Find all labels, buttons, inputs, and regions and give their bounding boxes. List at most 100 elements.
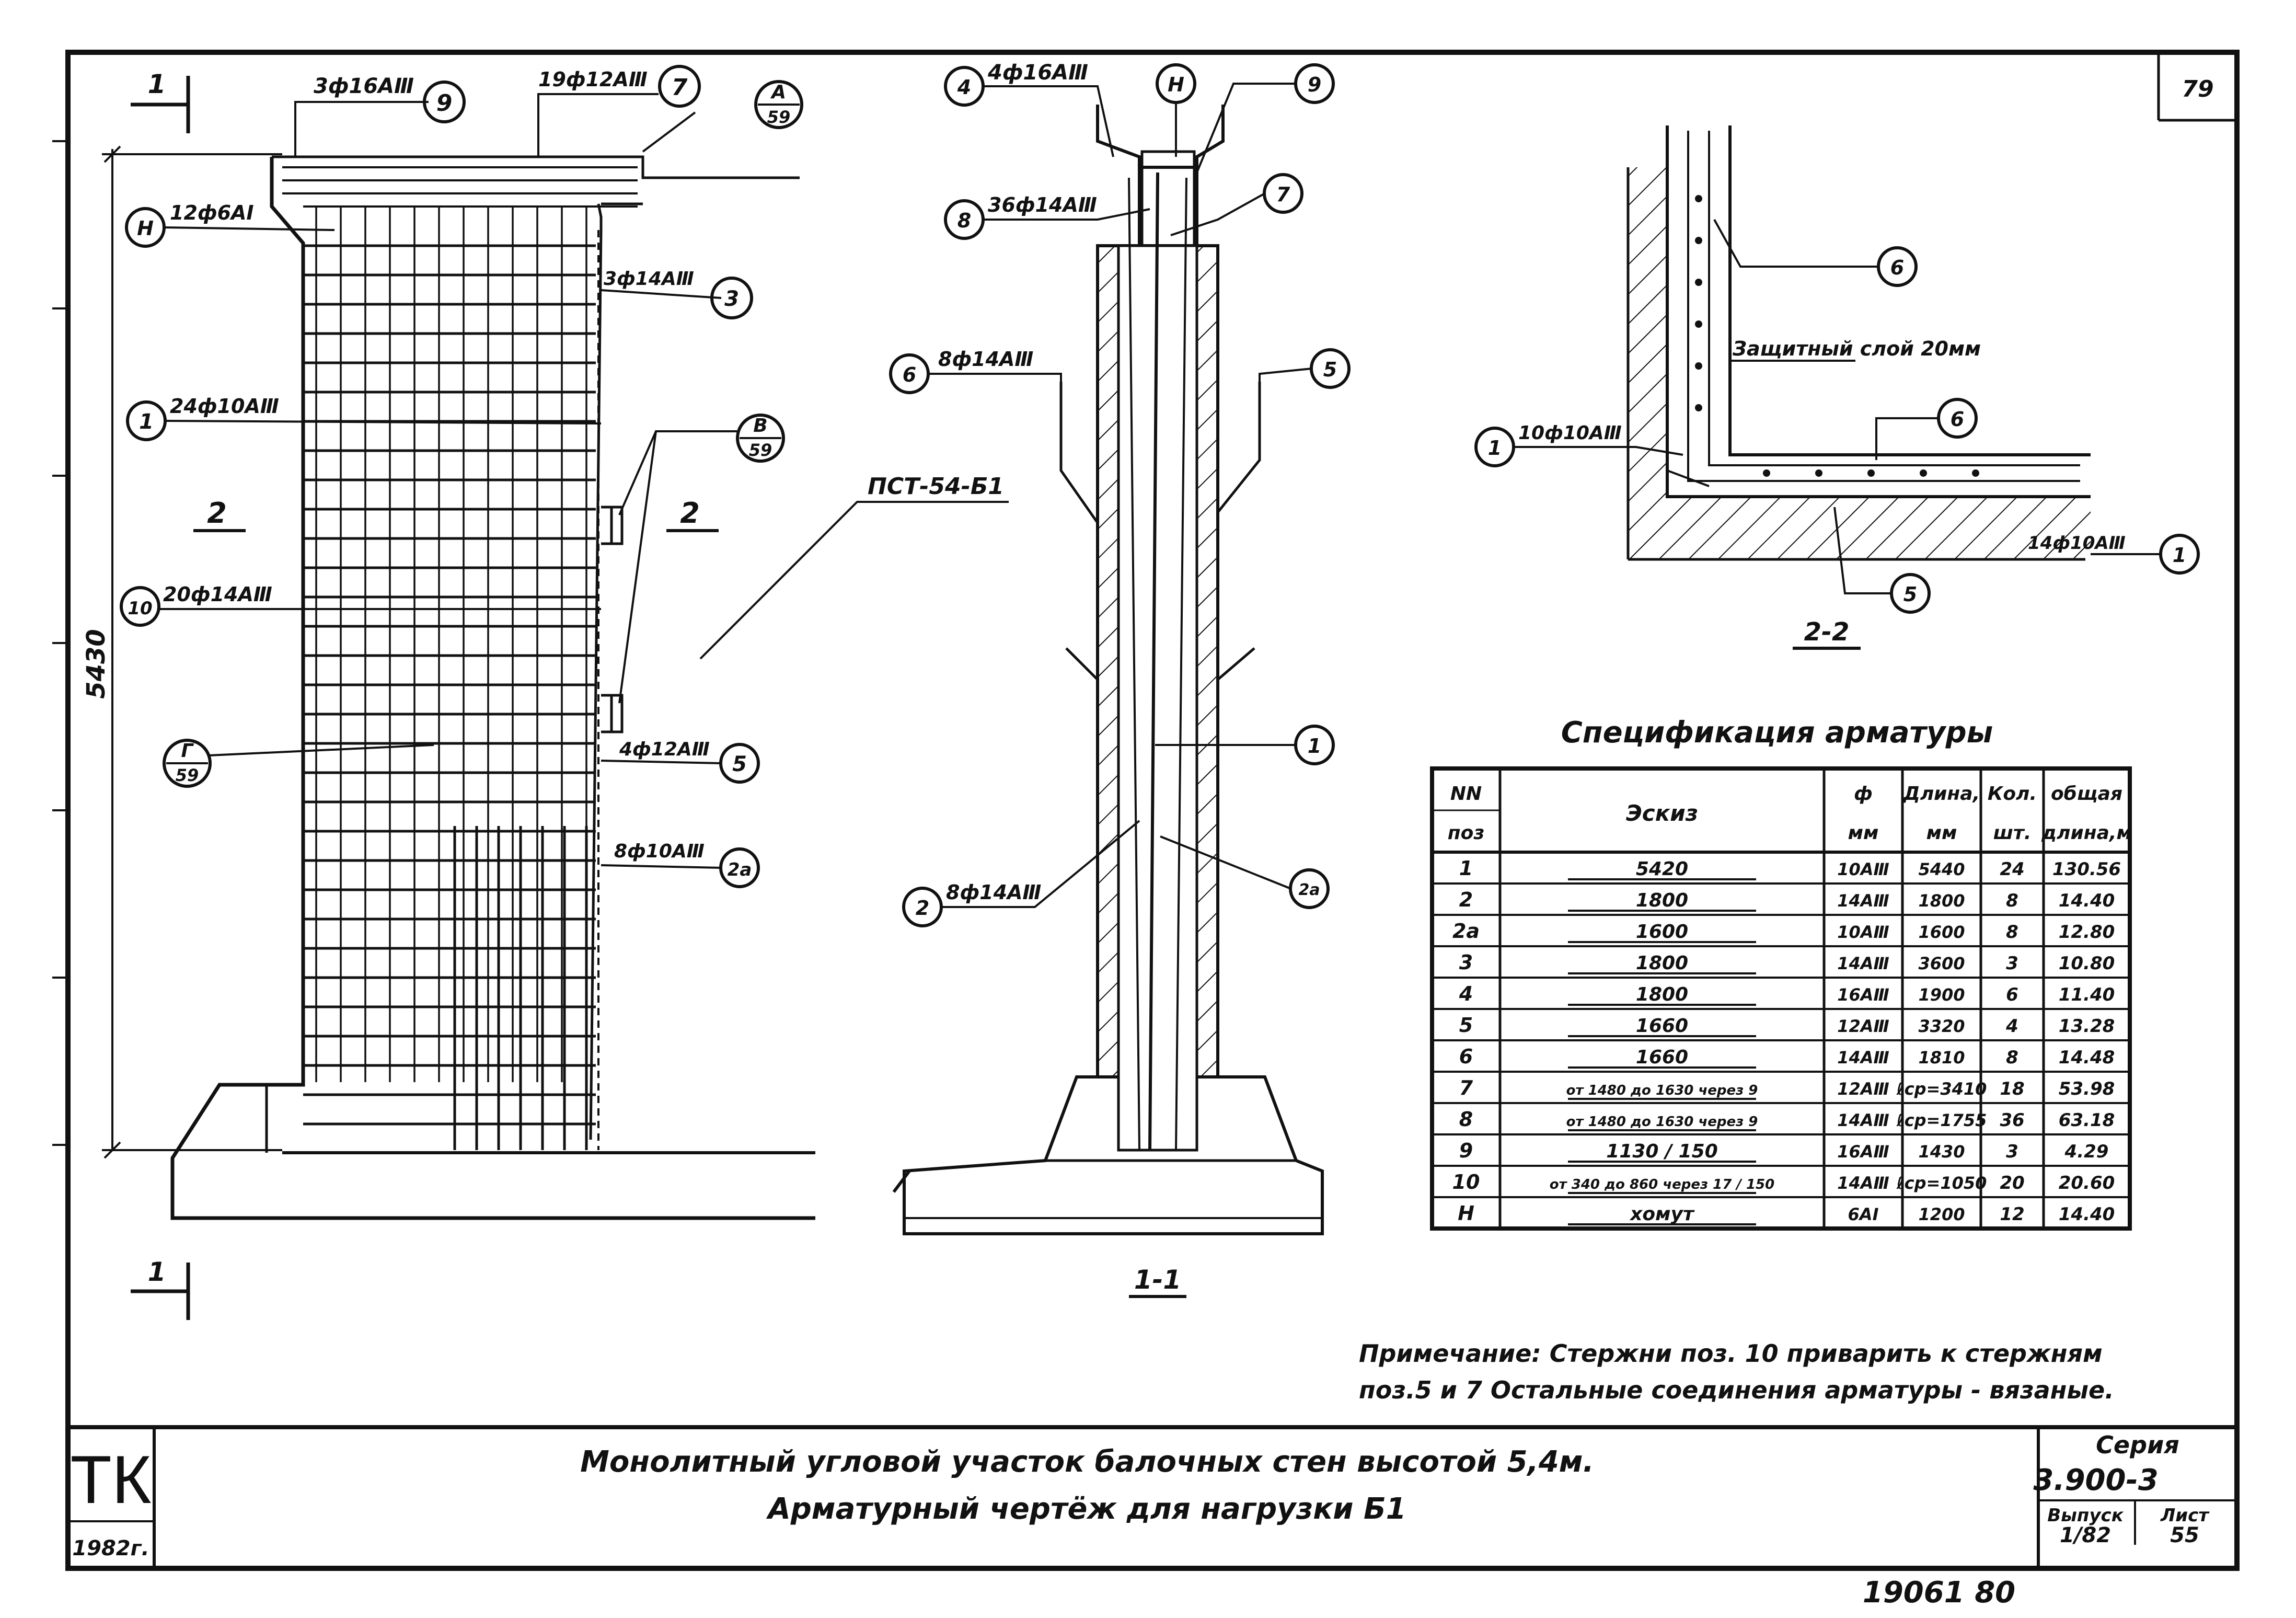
spec-sketch: 1600 xyxy=(1636,921,1688,943)
spec-dia: 14АⅢ xyxy=(1837,1173,1889,1193)
s11-callout-9-marker: 9 xyxy=(1308,73,1321,96)
spec-length: ℓср=1050 xyxy=(1896,1173,1987,1193)
horizontal-bars xyxy=(303,244,596,1126)
s11-callout-6-bars: 8ф14АⅢ xyxy=(938,348,1033,371)
node-ref-b-letter: В xyxy=(753,415,767,437)
spec-qty: 20 xyxy=(2000,1173,2024,1194)
spec-dia: 12АⅢ xyxy=(1837,1079,1889,1099)
spec-dia: 16АⅢ xyxy=(1837,985,1889,1005)
s11-callout-4-bars: 4ф16АⅢ xyxy=(987,61,1088,85)
spec-qty: 3 xyxy=(2006,1141,2018,1162)
note-line-2: поз.5 и 7 Остальные соединения арматуры … xyxy=(1359,1376,2114,1404)
callout-3-bars: 3ф14АⅢ xyxy=(604,268,694,290)
spec-length: 5440 xyxy=(1918,859,1965,879)
spec-qty: 36 xyxy=(2000,1110,2024,1131)
org-mark: ТК xyxy=(70,1441,151,1518)
spec-length: ℓср=1755 xyxy=(1896,1110,1987,1130)
series-value: 3.900-3 xyxy=(2033,1463,2158,1497)
spec-sketch: 1800 xyxy=(1636,890,1688,911)
spec-table: Спецификация арматуры NNпозфммДлина,ммКо… xyxy=(1430,716,2132,1231)
spec-dia: 12АⅢ xyxy=(1837,1016,1889,1036)
spec-length: 1430 xyxy=(1918,1142,1965,1162)
callout-10-bars: 20ф14АⅢ xyxy=(163,583,272,606)
section-1-1-label: 1-1 xyxy=(1134,1265,1181,1295)
title-line-1: Монолитный угловой участок балочных стен… xyxy=(580,1445,1594,1479)
note-line-1: Примечание: Стержни поз. 10 приварить к … xyxy=(1359,1339,2103,1368)
spec-pos: 2 xyxy=(1459,888,1473,911)
spec-total: 63.18 xyxy=(2059,1110,2115,1131)
sheet-label: Лист xyxy=(2160,1505,2210,1526)
callout-5-marker: 5 xyxy=(732,752,747,776)
callout-2a-bars: 8ф10АⅢ xyxy=(614,841,705,862)
node-ref-a-letter: А xyxy=(770,82,786,103)
title-line-2: Арматурный чертёж для нагрузки Б1 xyxy=(766,1492,1406,1526)
spec-header-sketch: Эскиз xyxy=(1626,800,1698,826)
callout-5-bars: 4ф12АⅢ xyxy=(619,739,710,760)
spec-pos: 8 xyxy=(1459,1108,1473,1131)
s22-callout-6b-marker: 6 xyxy=(1951,408,1964,431)
spec-total: 11.40 xyxy=(2059,984,2115,1005)
callout-3-marker: 3 xyxy=(724,287,739,311)
spec-sketch: от 1480 до 1630 через 9 xyxy=(1566,1083,1758,1098)
spec-length: 1810 xyxy=(1918,1048,1965,1068)
spec-total: 13.28 xyxy=(2059,1016,2115,1037)
callout-h-marker: Н xyxy=(137,217,154,240)
s11-callout-6-marker: 6 xyxy=(903,363,916,386)
spec-length: 3320 xyxy=(1918,1016,1965,1036)
callout-7-marker: 7 xyxy=(672,74,688,101)
spec-qty: 18 xyxy=(2000,1078,2024,1099)
s11-callout-2-marker: 2 xyxy=(916,897,929,920)
spec-total: 12.80 xyxy=(2059,922,2115,943)
spec-sketch: хомут xyxy=(1629,1203,1695,1225)
spec-qty: 6 xyxy=(2006,984,2018,1005)
s22-callout-1b-bars: 14ф10АⅢ xyxy=(2028,533,2126,554)
spec-title: Спецификация арматуры xyxy=(1561,716,1993,750)
s11-callout-2a-marker: 2а xyxy=(1298,881,1320,899)
page-number: 79 xyxy=(2182,76,2213,102)
s11-callout-8-marker: 8 xyxy=(957,209,971,232)
bottom-stamp: 19061 80 xyxy=(1863,1576,2015,1610)
spec-total: 14.40 xyxy=(2059,1204,2115,1225)
spec-header-tot-2: длина,м xyxy=(2041,822,2132,844)
callout-2a-marker: 2а xyxy=(728,859,752,880)
elevation-view: 5430 1 1 2 2 ПСТ-54-Б1 xyxy=(82,65,1009,1320)
s11-callout-7-marker: 7 xyxy=(1276,183,1290,206)
series-label: Серия xyxy=(2096,1431,2179,1459)
node-ref-g-letter: Г xyxy=(181,740,194,762)
callout-1-bars: 24ф10АⅢ xyxy=(170,395,279,418)
spec-dia: 10АⅢ xyxy=(1837,859,1889,879)
title-block: ТК 1982г. Монолитный угловой участок бал… xyxy=(70,1431,2210,1560)
spec-pos: 9 xyxy=(1459,1139,1473,1162)
spec-dia: 10АⅢ xyxy=(1837,922,1889,942)
node-ref-g-sheet: 59 xyxy=(176,765,199,785)
spec-sketch: 1660 xyxy=(1636,1015,1688,1037)
s11-callout-h-marker: Н xyxy=(1168,73,1184,96)
s22-callout-5-marker: 5 xyxy=(1903,583,1917,606)
callout-9-marker: 9 xyxy=(436,90,453,117)
node-ref-b-sheet: 59 xyxy=(749,440,772,460)
spec-pos: 2а xyxy=(1452,920,1480,943)
vertical-bars xyxy=(315,206,588,1150)
spec-sketch: 1660 xyxy=(1636,1047,1688,1068)
s11-callout-1-marker: 1 xyxy=(1308,735,1321,758)
spec-header-qty-2: шт. xyxy=(1993,822,2032,844)
s22-callout-6a-marker: 6 xyxy=(1890,256,1904,279)
callout-h-bars: 12ф6АⅠ xyxy=(170,201,254,224)
section-2-2-view: 6 Защитный слой 20мм 1 10ф10АⅢ 6 1 14ф10… xyxy=(1474,125,2200,650)
spec-pos: 1 xyxy=(1459,857,1473,880)
spec-header-pos-1: NN xyxy=(1450,783,1482,805)
spec-pos: 5 xyxy=(1459,1014,1473,1037)
spec-pos: 10 xyxy=(1452,1171,1480,1194)
issue-label: Выпуск xyxy=(2047,1505,2124,1526)
spec-total: 10.80 xyxy=(2059,953,2115,974)
callout-10-marker: 10 xyxy=(128,598,152,619)
spec-header-len-2: мм xyxy=(1926,822,1957,844)
spec-sketch: от 340 до 860 через 17 / 150 xyxy=(1550,1177,1775,1192)
spec-header-qty-1: Кол. xyxy=(1988,783,2037,805)
issue-value: 1/82 xyxy=(2060,1523,2111,1547)
callout-7-bars: 19ф12АⅢ xyxy=(538,68,648,91)
spec-dia: 6АⅠ xyxy=(1848,1204,1879,1224)
spec-header-dia-1: ф xyxy=(1854,783,1873,805)
spec-qty: 24 xyxy=(2000,859,2024,880)
